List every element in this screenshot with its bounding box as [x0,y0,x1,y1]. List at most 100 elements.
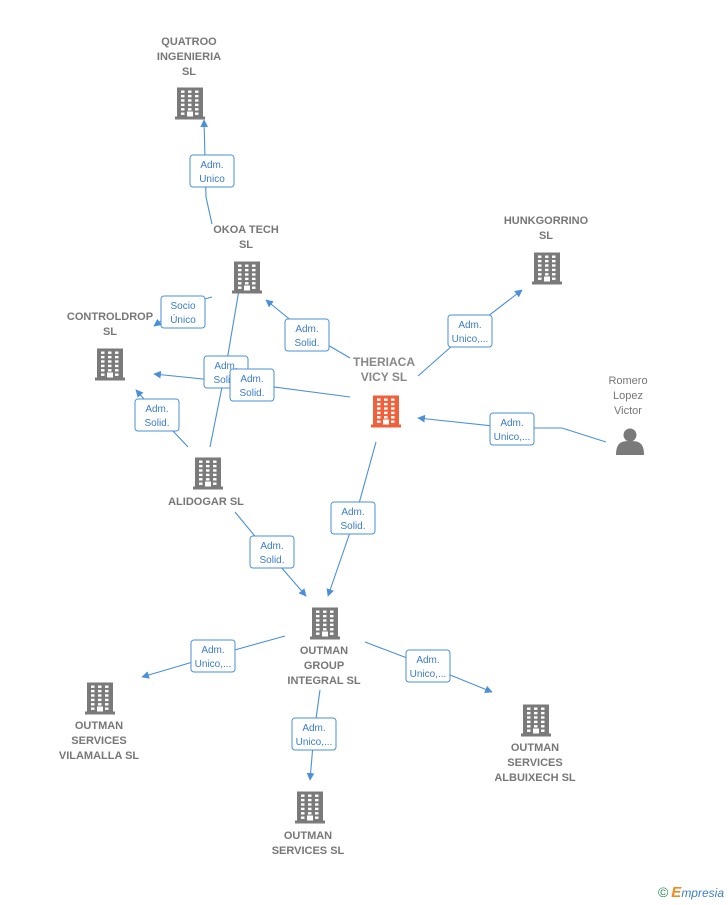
building-icon [371,395,401,428]
edge-label-text: Solid. [239,388,264,399]
node-label: ALBUIXECH SL [494,772,576,784]
node-label: Lopez [613,390,643,402]
building-icon [295,791,325,824]
building-icon [532,252,562,285]
edge-label[interactable]: Adm.Solid. [249,535,295,569]
edge-label-text: Adm. [302,723,325,734]
logo-name: mpresia [681,886,724,900]
edge-romero-to-theriaca [417,414,607,443]
node-label: SERVICES SL [272,845,345,857]
building-icon [95,348,125,381]
edge-label-text: Solid. [294,338,319,349]
node-label: HUNKGORRINO [504,215,589,227]
edge-label-text: Adm. [145,404,168,415]
logo-initial: E [671,884,682,901]
node-outman-services[interactable]: OUTMAN SERVICES SL [272,791,345,858]
edge-label[interactable]: Adm. Solid. [229,368,275,402]
building-icon [85,682,115,715]
edge-label[interactable]: Adm. Unico,... [489,412,535,446]
edge-label-box [330,501,376,535]
node-label: SERVICES [507,757,562,769]
edge-label-text: Socio [170,301,195,312]
edge-label-text: Solid. [144,418,169,429]
node-outman-albuixech[interactable]: OUTMAN SERVICES ALBUIXECH SL [494,704,576,785]
edge-label-text: Adm. [260,541,283,552]
node-label: INTEGRAL SL [287,675,360,687]
edge-label[interactable]: Adm. Unico,... [447,314,493,348]
edge-label-text: Unico,... [452,334,489,345]
edge-label-box [249,535,295,569]
node-outman-vilamalla[interactable]: OUTMAN SERVICES VILAMALLA SL [59,682,140,763]
edge-label-text: Unico,... [494,432,531,443]
node-label: THERIACA [353,355,415,369]
edge-label-box [190,639,236,673]
node-controldrop[interactable]: CONTROLDROP SL [67,311,153,381]
edge-label[interactable]: Adm.Unico [189,154,235,188]
edge-label[interactable]: Adm. Solid. [284,318,330,352]
edge-label-box [160,295,206,329]
node-label: Victor [614,405,642,417]
edge-label-text: Único [170,313,196,326]
building-icon [193,457,223,490]
node-label: SERVICES [71,735,126,747]
edge-label-text: Solid. [213,375,238,386]
node-label: CONTROLDROP [67,311,153,323]
node-hunkgorrino[interactable]: HUNKGORRINO SL [504,215,589,285]
edge-label-box [134,398,180,432]
edge-label-box [284,318,330,352]
building-icon [310,607,340,640]
edge-label[interactable]: Adm. Solid. [330,501,376,535]
edge-label[interactable]: Adm.Unico,... [190,639,236,673]
node-label: SL [182,66,196,78]
building-icon [175,87,205,120]
edge-label-text: Unico [199,174,225,185]
person-icon [616,428,644,455]
edge-label-box [447,314,493,348]
edge-okoa-to-quatroo [200,119,213,225]
edge-label[interactable]: Adm.Unico,... [291,717,337,751]
node-label: OUTMAN [75,720,123,732]
building-icon [232,261,262,294]
node-quatroo[interactable]: QUATROO INGENIERIA SL [157,36,221,120]
edge-label-text: Unico,... [195,659,232,670]
node-label: SL [103,326,117,338]
edge-label-box [489,412,535,446]
node-label: Romero [608,375,647,387]
edge-label-box [291,717,337,751]
edge-label-box [405,649,451,683]
edge-label-text: Adm. [295,324,318,335]
node-label: QUATROO [161,36,217,48]
copyright-symbol: © [657,884,669,900]
edge-label-box [189,154,235,188]
edge-label-text: Adm. [341,507,364,518]
node-label: GROUP [304,660,344,672]
node-label: OKOA TECH [213,224,279,236]
edge-label-text: Solid. [340,521,365,532]
empresia-logo[interactable]: ©Empresia [658,884,724,901]
edge-label-text: Adm. [458,320,481,331]
edge-label[interactable]: Adm. Unico,... [405,649,451,683]
node-label: VILAMALLA SL [59,750,140,762]
edge-label-text: Unico,... [410,669,447,680]
edge-label-text: Adm. [500,418,523,429]
node-label: OUTMAN [284,830,332,842]
building-icon [521,704,551,737]
node-alidogar[interactable]: ALIDOGAR SL [168,457,244,509]
edge-label[interactable]: Adm. Solid. [134,398,180,432]
edge-label-text: Adm. [416,655,439,666]
node-label: INGENIERIA [157,51,221,63]
node-label: OUTMAN [511,742,559,754]
node-label: SL [539,230,553,242]
node-label: VICY SL [361,370,407,384]
edge-labels-layer: Adm.UnicoSocioÚnicoAdm.Solid.Adm.Unico,.… [134,154,535,751]
node-label: ALIDOGAR SL [168,496,244,508]
edge-label-box [229,368,275,402]
edge-label-text: Adm. [240,374,263,385]
